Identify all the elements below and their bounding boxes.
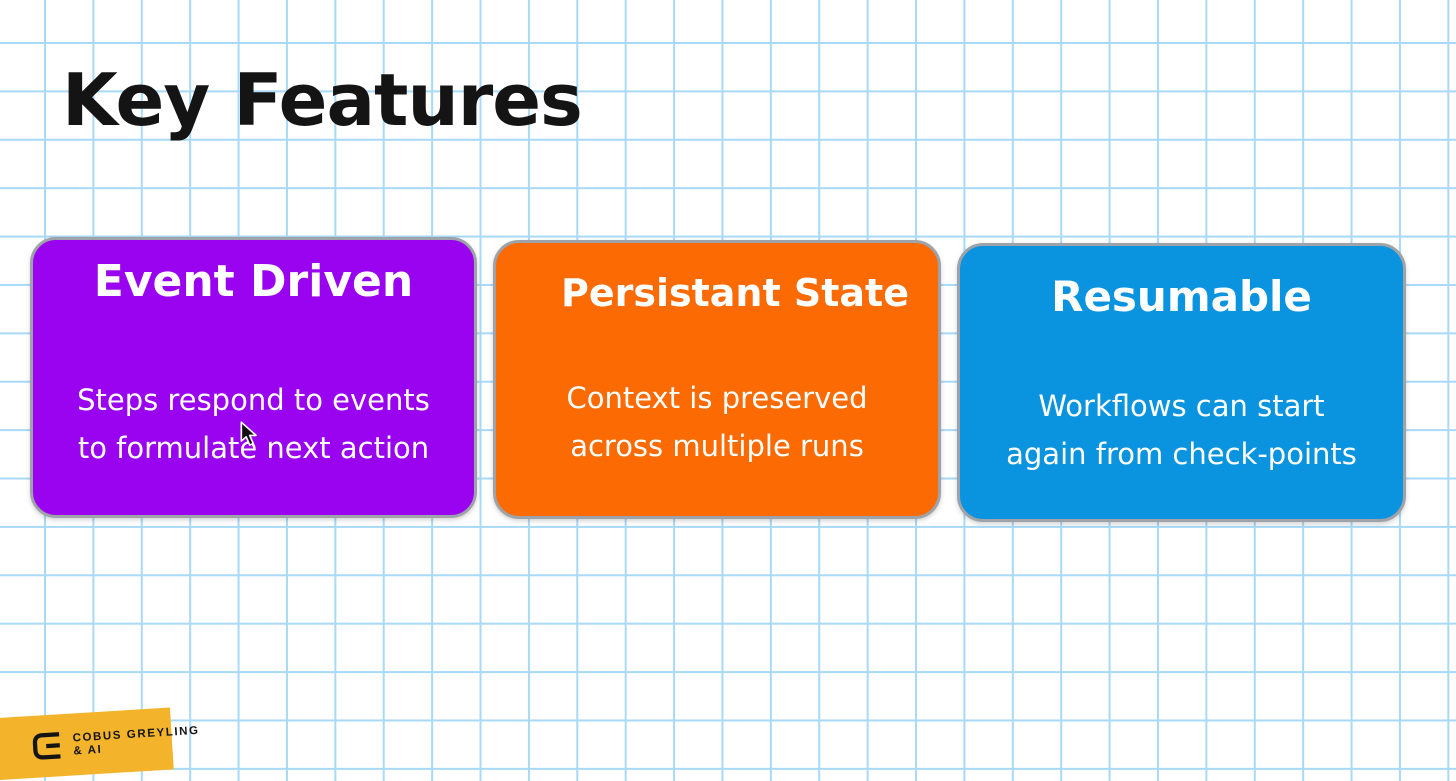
card-persistant-state: Persistant State Context is preserved ac… bbox=[493, 240, 941, 519]
card-body-line: Context is preserved bbox=[566, 381, 868, 415]
card-body: Context is preserved across multiple run… bbox=[496, 375, 938, 471]
card-title: Resumable bbox=[1051, 272, 1312, 321]
cobus-greyling-g-icon bbox=[32, 732, 61, 760]
card-resumable: Resumable Workflows can start again from… bbox=[957, 243, 1406, 522]
card-body-line: Workflows can start bbox=[1038, 389, 1325, 423]
cobus-greyling-logo-badge: COBUS GREYLING & AI bbox=[0, 707, 200, 781]
logo-text: COBUS GREYLING & AI bbox=[72, 724, 200, 757]
card-body-line: across multiple runs bbox=[570, 428, 864, 463]
card-title: Persistant State bbox=[561, 271, 909, 315]
card-event-driven: Event Driven Steps respond to events to … bbox=[30, 237, 477, 518]
card-title: Event Driven bbox=[93, 256, 414, 307]
card-body-line: to formulate next action bbox=[77, 430, 430, 465]
page-title: Key Features bbox=[62, 58, 583, 142]
card-body: Steps respond to events to formulate nex… bbox=[33, 377, 474, 473]
card-body-line: again from check-points bbox=[1006, 436, 1357, 471]
card-body-line: Steps respond to events bbox=[77, 383, 430, 417]
card-body: Workflows can start again from check-poi… bbox=[960, 383, 1403, 479]
